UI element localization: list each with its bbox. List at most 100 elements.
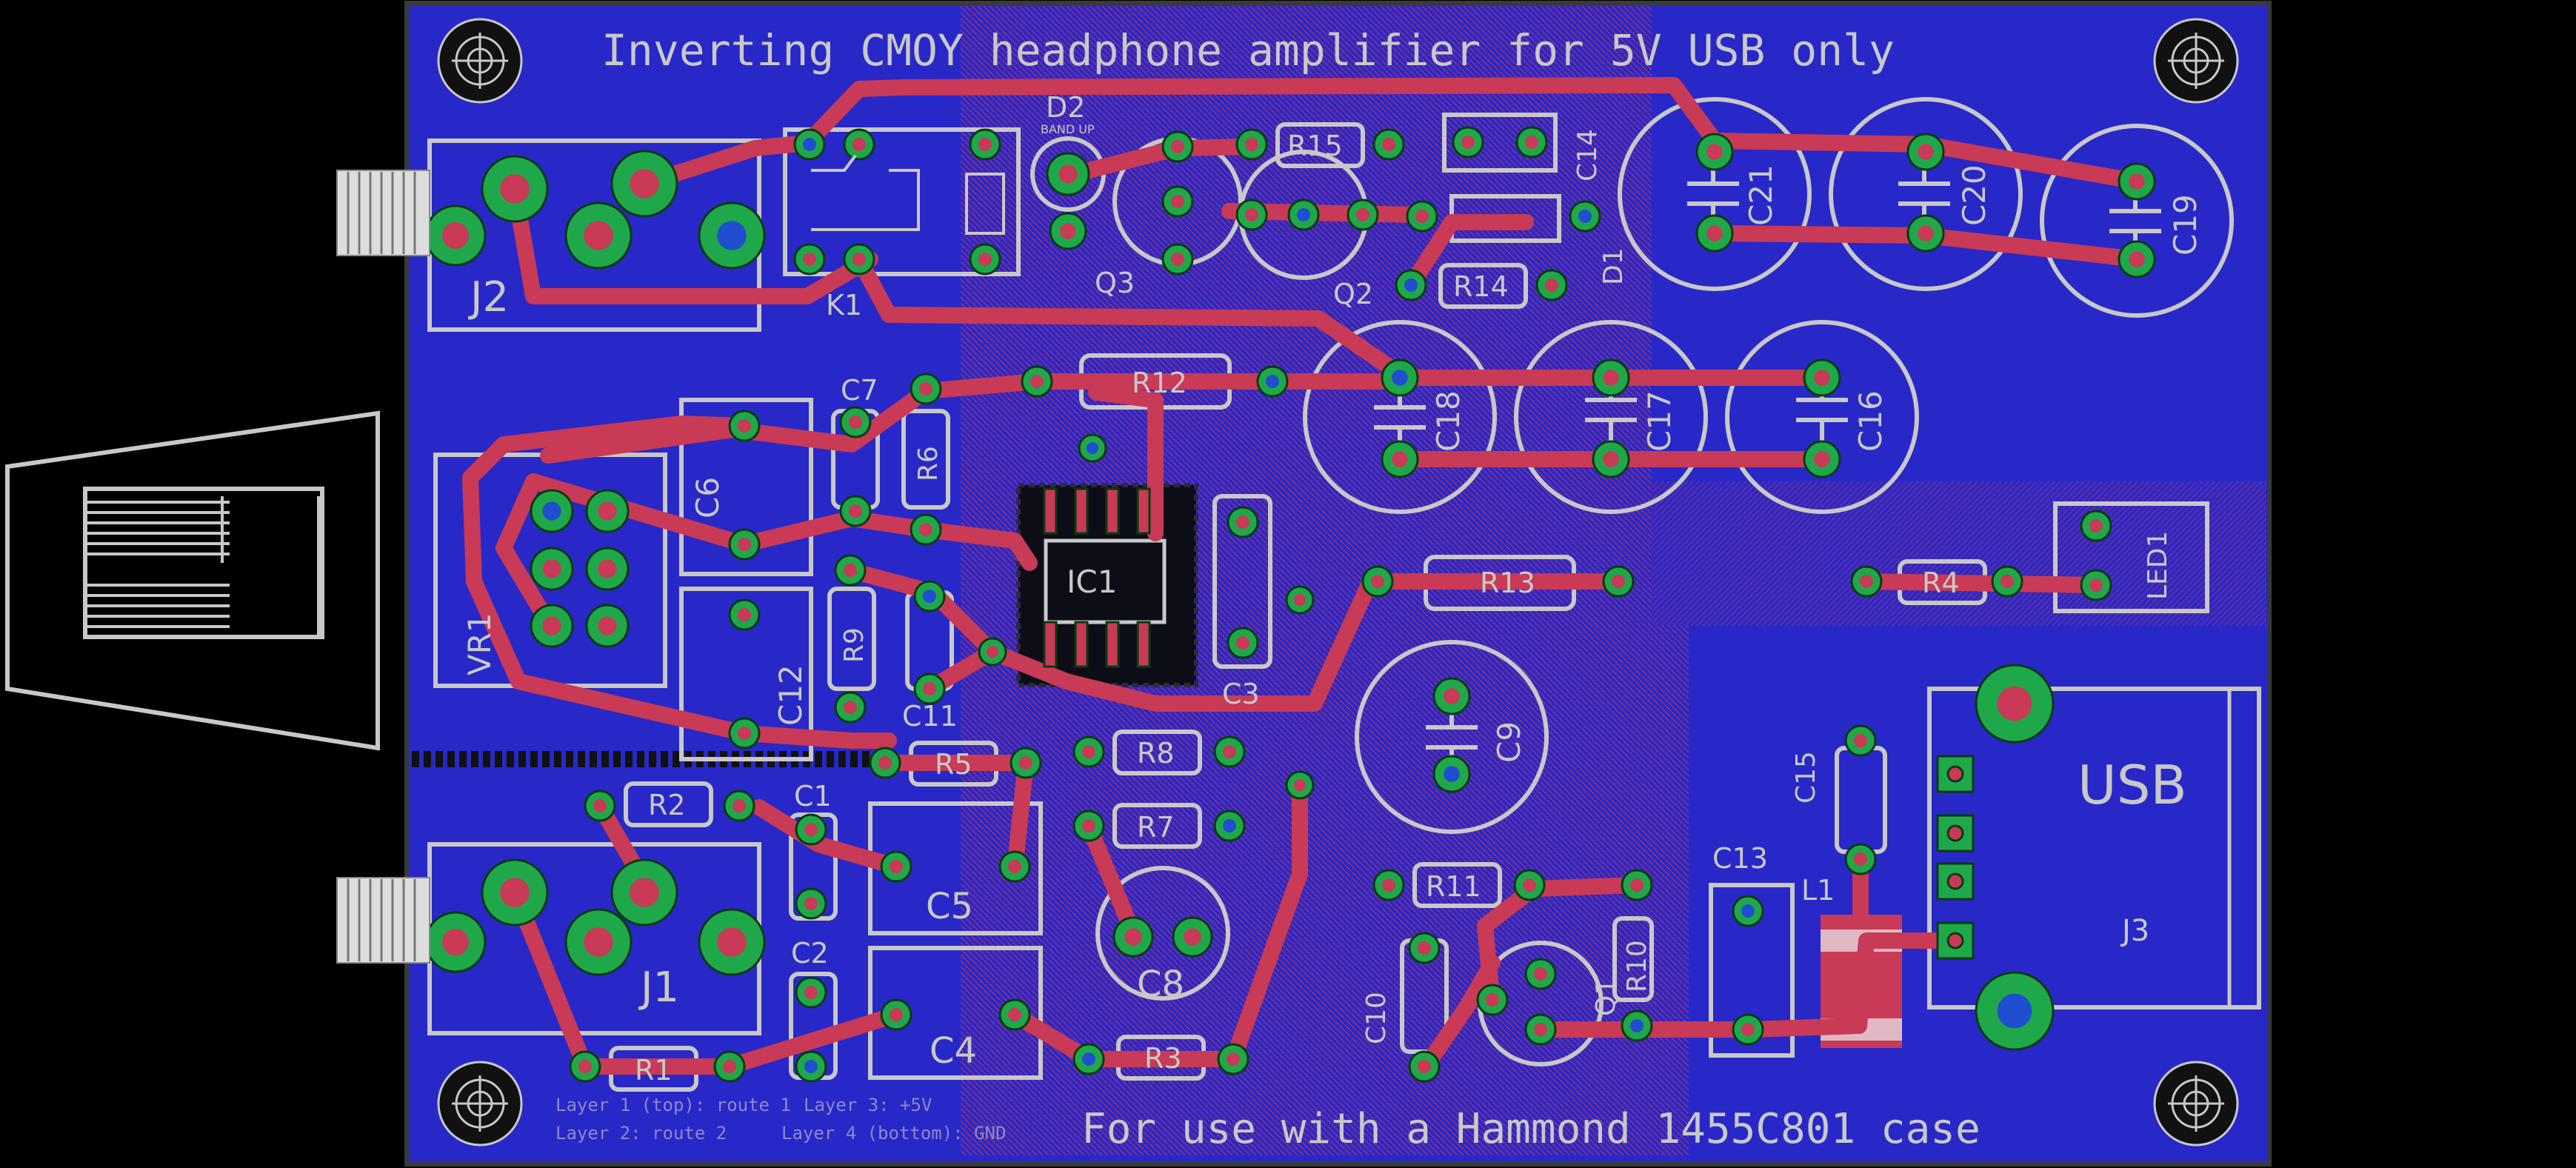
- pad-drill: [890, 860, 903, 873]
- trace-r4-led: [1858, 573, 2104, 593]
- pad-drill: [1415, 210, 1429, 223]
- pad-drill: [542, 616, 561, 635]
- pad-drill: [1814, 370, 1830, 386]
- label-c7: C7: [841, 374, 878, 407]
- pad-drill: [1371, 575, 1384, 588]
- c8-outline: [1095, 866, 1230, 1001]
- pad-drill: [1444, 688, 1460, 704]
- pad-drill: [500, 174, 530, 204]
- label-d2-note: BAND UP: [1041, 122, 1095, 136]
- label-c21: C21: [1743, 164, 1779, 226]
- pad-drill: [919, 523, 932, 536]
- ic1-smd-pad: [1105, 621, 1120, 668]
- label-q1: Q1: [1591, 978, 1621, 1016]
- pad-drill: [1086, 441, 1099, 455]
- trace-j1-r1: [507, 884, 904, 1075]
- c21-outline: [1618, 97, 1812, 291]
- pad-drill: [804, 1060, 818, 1073]
- pad-drill: [978, 138, 992, 151]
- pad-drill: [542, 501, 561, 521]
- pad-drill: [1854, 852, 1867, 866]
- pad-drill: [1997, 993, 2032, 1029]
- trace-c5-c1: [751, 799, 904, 875]
- pad-drill: [1082, 745, 1095, 758]
- pad-drill: [852, 253, 866, 266]
- pad-drill: [1236, 515, 1249, 529]
- pad-drill: [1223, 745, 1236, 758]
- pad-drill: [803, 138, 816, 151]
- c19-symbol: [2109, 181, 2161, 259]
- trace-q1-c13: [1532, 932, 1963, 1038]
- pad-drill: [986, 645, 999, 658]
- label-usb: USB: [2078, 754, 2187, 816]
- label-j1: J1: [638, 964, 679, 1012]
- label-r10: R10: [1622, 940, 1652, 992]
- pad-drill: [1266, 375, 1279, 388]
- r15-body: [1275, 122, 1365, 168]
- pad-drill: [844, 564, 857, 577]
- trace-j2-k1: [636, 77, 1723, 192]
- pad-drill: [804, 897, 818, 910]
- pad-drill: [1008, 1008, 1021, 1021]
- pad-drill: [1392, 370, 1408, 386]
- pad-drill: [1523, 878, 1536, 892]
- led1-outline: [2053, 501, 2209, 613]
- ic1-smd-pad: [1074, 621, 1089, 668]
- pad-drill: [1058, 164, 1078, 184]
- pad-drill: [1918, 225, 1934, 241]
- label-r15: R15: [1287, 130, 1343, 162]
- pad-drill: [1418, 1060, 1431, 1073]
- trace-q2-d1: [1403, 214, 1534, 293]
- pad-drill: [723, 1060, 736, 1073]
- label-c12: C12: [773, 664, 809, 726]
- pad-drill: [1418, 941, 1431, 955]
- label-j3: J3: [2120, 914, 2149, 948]
- pad-drill: [844, 701, 857, 714]
- pad-drill: [1171, 140, 1184, 153]
- pad-drill: [1382, 138, 1395, 151]
- label-k1: K1: [826, 289, 862, 321]
- pad-drill: [2089, 519, 2103, 533]
- label-c4: C4: [930, 1030, 977, 1072]
- r10-body: [1612, 916, 1654, 1002]
- k1-outline: [783, 127, 1021, 276]
- label-q3: Q3: [1095, 267, 1135, 299]
- ic1-smd-pad: [1043, 621, 1058, 668]
- pad-drill: [1578, 210, 1592, 223]
- label-c19: C19: [2167, 194, 2203, 256]
- label-c8: C8: [1137, 964, 1184, 1005]
- label-r7: R7: [1137, 811, 1175, 844]
- label-led1: LED1: [2143, 531, 2173, 600]
- label-c11: C11: [902, 700, 958, 732]
- pad-drill: [1854, 734, 1867, 747]
- pad-drill: [1534, 967, 1547, 981]
- label-c18: C18: [1430, 390, 1466, 452]
- layer-note-2: Layer 3: +5V: [804, 1095, 932, 1115]
- c18-symbol: [1374, 378, 1426, 455]
- pad-drill: [1946, 765, 1964, 783]
- pad-drill: [2129, 251, 2145, 267]
- ic1-smd-pad: [1136, 621, 1151, 668]
- r9-body: [827, 587, 876, 691]
- pad-drill: [598, 559, 617, 578]
- pad-drill: [1297, 208, 1310, 221]
- label-vr1: VR1: [461, 613, 498, 675]
- pad-drill: [1030, 375, 1044, 388]
- pad-drill: [1382, 878, 1395, 892]
- k1-contact: [811, 154, 920, 231]
- label-r4: R4: [1922, 567, 1960, 599]
- pad-drill: [738, 727, 751, 740]
- c12-outline: [679, 587, 813, 761]
- label-c3: C3: [1222, 678, 1260, 710]
- c14-outline: [1442, 113, 1558, 173]
- pad-drill: [584, 927, 613, 957]
- label-d1: D1: [1598, 247, 1629, 285]
- trace-r7-c8: [1081, 818, 1141, 941]
- pad-drill: [2089, 578, 2103, 592]
- pad-drill: [598, 616, 617, 635]
- pad-drill: [630, 169, 659, 198]
- pad-drill: [2129, 173, 2145, 190]
- pad-drill: [1603, 370, 1619, 386]
- pad-drill: [598, 501, 617, 521]
- pad-drill: [890, 1008, 903, 1021]
